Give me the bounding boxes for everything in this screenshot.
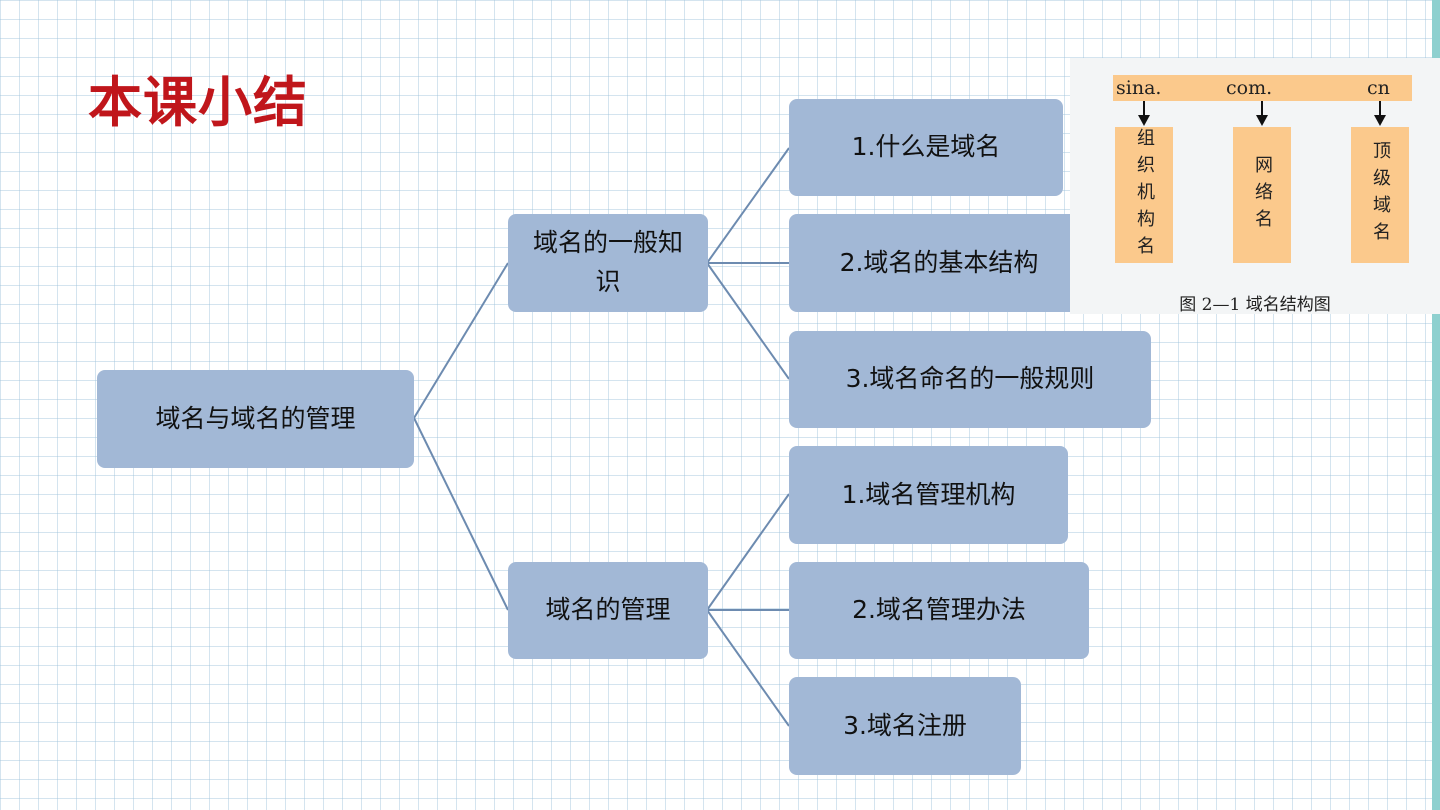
down-arrow-icon: [1138, 101, 1150, 126]
mindmap-root-node: 域名与域名的管理: [97, 370, 414, 468]
mindmap-branch-node-general-knowledge: 域名的一般知识: [508, 214, 708, 312]
branch-label: 域名的一般知识: [532, 228, 683, 296]
leaf-label: 3.域名命名的一般规则: [845, 364, 1095, 394]
leaf-label: 1.域名管理机构: [841, 479, 1016, 509]
connector-root-branch-1: [413, 262, 509, 419]
label-box-network: 网络名: [1233, 127, 1291, 263]
down-arrow-icon: [1256, 101, 1268, 126]
leaf-label: 1.什么是域名: [851, 132, 1001, 162]
connector-branch-2-child-3: [706, 609, 790, 727]
domain-segment-com: com.: [1226, 77, 1273, 99]
leaf-label: 3.域名注册: [843, 710, 967, 740]
domain-name-bar: [1113, 75, 1412, 101]
page-title: 本课小结: [88, 71, 308, 134]
label-box-top-level: 顶级域名: [1351, 127, 1409, 263]
connector-branch-1-child-1: [706, 147, 790, 264]
label-box-organization: 组织机构名: [1115, 127, 1173, 263]
leaf-label: 2.域名的基本结构: [839, 247, 1039, 277]
mindmap-leaf-node: 3.域名注册: [789, 677, 1021, 775]
domain-structure-figure: sina. com. cn 组织机构名 网络名 顶级域名 图 2—1 域名结构图: [1070, 58, 1440, 315]
mindmap-leaf-node: 1.域名管理机构: [789, 446, 1068, 544]
mindmap-branch-node-management: 域名的管理: [508, 562, 708, 659]
box-label: 组织机构名: [1134, 127, 1155, 263]
mindmap-leaf-node: 3.域名命名的一般规则: [789, 331, 1151, 428]
mindmap-leaf-node: 2.域名的基本结构: [789, 214, 1089, 312]
connector-branch-1-child-3: [706, 262, 790, 380]
box-label: 顶级域名: [1370, 141, 1391, 249]
domain-segment-sina: sina.: [1116, 77, 1162, 99]
branch-label: 域名的管理: [545, 595, 671, 625]
domain-segment-cn: cn: [1367, 77, 1390, 99]
mindmap-leaf-node: 1.什么是域名: [789, 99, 1063, 196]
mindmap-root-label: 域名与域名的管理: [155, 403, 356, 433]
connector-root-branch-2: [413, 417, 509, 611]
box-label: 网络名: [1252, 154, 1273, 236]
leaf-label: 2.域名管理办法: [852, 595, 1026, 625]
down-arrow-icon: [1374, 101, 1386, 126]
mindmap-leaf-node: 2.域名管理办法: [789, 562, 1089, 659]
figure-caption: 图 2—1 域名结构图: [1179, 295, 1331, 315]
accent-bar: [1432, 0, 1440, 810]
connector-branch-2-child-1: [706, 493, 790, 611]
